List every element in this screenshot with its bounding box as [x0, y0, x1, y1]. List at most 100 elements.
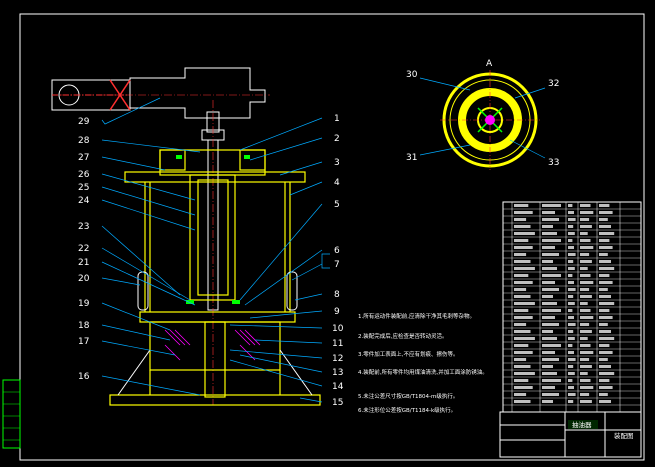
callout-1: 1: [334, 114, 340, 124]
parts-cell-text: [568, 295, 574, 298]
parts-cell-text: [514, 218, 527, 221]
parts-cell-text: [542, 302, 557, 305]
parts-cell-text: [599, 337, 615, 340]
callout-28: 28: [78, 136, 90, 146]
parts-cell-text: [514, 358, 527, 361]
parts-cell-text: [568, 393, 576, 396]
parts-cell-text: [580, 337, 588, 340]
seal-rings: [176, 155, 250, 304]
parts-cell-text: [568, 211, 574, 214]
parts-cell-text: [514, 211, 533, 214]
callout-13: 13: [332, 368, 343, 378]
parts-cell-text: [580, 211, 594, 214]
pump-housing: [109, 149, 321, 406]
handle-lever: [51, 67, 270, 119]
parts-cell-text: [568, 400, 574, 403]
support-struts: [117, 349, 313, 396]
parts-cell-text: [542, 386, 555, 389]
parts-cell-text: [542, 253, 559, 256]
callout-22: 22: [78, 244, 89, 254]
parts-cell-text: [514, 288, 527, 291]
parts-cell-text: [580, 400, 592, 403]
callout-9: 9: [334, 307, 340, 317]
bracket: [321, 253, 330, 269]
parts-cell-text: [580, 330, 592, 333]
parts-cell-text: [599, 358, 608, 361]
parts-cell-text: [542, 365, 553, 368]
parts-cell-text: [599, 323, 608, 326]
parts-cell-text: [580, 365, 592, 368]
parts-cell-text: [542, 225, 553, 228]
callout-16: 16: [78, 372, 90, 382]
parts-cell-text: [599, 365, 611, 368]
parts-cell-text: [568, 323, 576, 326]
parts-cell-text: [580, 309, 591, 312]
parts-cell-text: [514, 316, 533, 319]
parts-cell-text: [542, 295, 553, 298]
parts-cell-text: [514, 260, 531, 263]
parts-cell-text: [580, 323, 590, 326]
margin-strip: [2, 379, 21, 449]
parts-cell-text: [514, 344, 529, 347]
parts-cell-text: [568, 253, 576, 256]
note-4: 4.装配前,所有零件均用煤油清洗,并加工面涂防锈油。: [358, 368, 488, 376]
parts-cell-text: [542, 330, 553, 333]
parts-cell-text: [542, 204, 561, 207]
parts-cell-text: [514, 232, 535, 235]
parts-cell-text: [514, 372, 535, 375]
parts-cell-text: [514, 386, 533, 389]
parts-cell-text: [514, 365, 531, 368]
parts-cell-text: [542, 246, 555, 249]
leaders-section: [419, 77, 546, 159]
parts-cell-text: [568, 267, 575, 270]
parts-cell-text: [580, 274, 591, 277]
note-2: 2.装配完成后,应检查是否转动灵活。: [358, 332, 448, 340]
parts-cell-text: [542, 323, 559, 326]
parts-cell-text: [542, 218, 559, 221]
leaders-left: [101, 97, 201, 396]
parts-cell-text: [542, 379, 561, 382]
parts-cell-text: [542, 344, 561, 347]
callout-33: 33: [548, 158, 559, 168]
parts-cell-text: [568, 379, 573, 382]
parts-cell-text: [514, 302, 535, 305]
parts-cell-text: [514, 267, 535, 270]
parts-cell-text: [568, 274, 573, 277]
parts-cell-text: [599, 330, 611, 333]
parts-cell-text: [580, 253, 590, 256]
section-hatch: [164, 329, 261, 361]
parts-cell-text: [580, 302, 588, 305]
margin-strip-lines: [3, 391, 20, 441]
parts-cell-text: [514, 246, 533, 249]
parts-cell-text: [568, 372, 575, 375]
leaders-right: [229, 117, 323, 403]
technical-notes: 1.所有运动件装配前,应清除干净其毛刺等杂物。 2.装配完成后,应检查是否转动灵…: [358, 312, 488, 414]
parts-cell-text: [580, 225, 592, 228]
parts-cell-text: [542, 351, 555, 354]
callout-5: 5: [334, 200, 340, 210]
parts-cell-text: [580, 218, 590, 221]
parts-cell-text: [599, 386, 613, 389]
parts-cell-text: [599, 246, 613, 249]
parts-cell-text: [542, 281, 555, 284]
callout-8: 8: [334, 290, 340, 300]
parts-cell-text: [599, 344, 610, 347]
parts-cell-text: [599, 267, 615, 270]
callouts-left: 29 28 27 26 25 24 23 22 21 20 19 18 17 1…: [78, 117, 90, 382]
parts-cell-text: [599, 211, 613, 214]
parts-cell-text: [580, 267, 588, 270]
parts-cell-text: [568, 302, 575, 305]
callout-32: 32: [548, 79, 559, 89]
callout-4: 4: [334, 178, 340, 188]
parts-cell-text: [599, 232, 615, 235]
parts-cell-text: [542, 309, 561, 312]
parts-cell-text: [542, 400, 553, 403]
parts-cell-text: [599, 400, 611, 403]
parts-cell-text: [568, 330, 574, 333]
callout-12: 12: [332, 354, 343, 364]
callouts-right: 1 2 3 4 5 6 7 8 9 10 11 12 13 14 15: [332, 114, 344, 408]
parts-cell-text: [514, 225, 531, 228]
callout-20: 20: [78, 274, 90, 284]
